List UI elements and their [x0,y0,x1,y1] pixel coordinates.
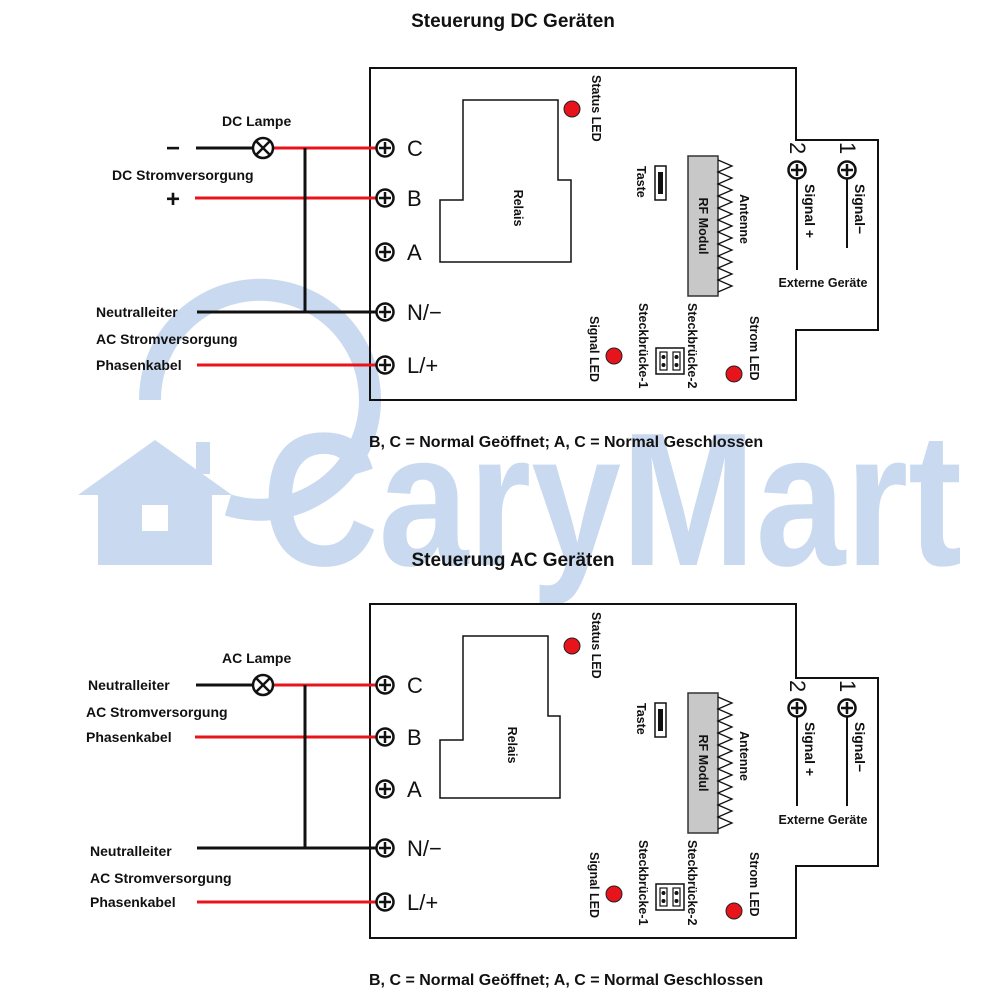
relay-outline [439,635,561,799]
ac-supply-label: AC Stromversorgung [90,870,232,886]
antenna-label: Antenne [737,731,751,781]
terminal-c: C [375,673,423,698]
jumper-icon [655,347,685,375]
supply-label: AC Stromversorgung [86,704,228,720]
phase-label: Phasenkabel [90,894,176,910]
terminal-l: L/+ [375,353,438,378]
relay-label: Relais [505,727,519,764]
supply-label: DC Stromversorgung [112,167,254,183]
signal-led-label: Signal LED [587,316,601,382]
terminal-b: B [375,186,422,211]
input-pin-number: 1 [835,680,860,692]
jumper-icon [655,883,685,911]
house-logo-icon [78,278,381,565]
antenna-coil-icon [716,159,734,293]
lamp-label: DC Lampe [222,113,291,129]
diagram-title: Steuerung AC Geräten [411,550,614,571]
rf-module-label: RF Modul [696,198,710,255]
lamp-label: AC Lampe [222,650,291,666]
terminal-b: B [375,725,422,750]
signal-minus-label: Signal− [852,184,868,234]
ac-supply-label: AC Stromversorgung [96,331,238,347]
input-terminal-1 [837,698,857,718]
supply-left-top-symbol: − [166,135,180,162]
diagram-ac: Steuerung AC Geräten Relais AC Lampe Neu… [86,550,879,989]
status-led [563,100,581,118]
terminal-label-n: N/− [407,300,442,325]
input-pin-number: 2 [785,680,810,692]
terminal-label-l: L/+ [407,353,438,378]
terminal-l: L/+ [375,890,438,915]
rf-module [687,692,719,834]
antenna-coil-icon [716,696,734,830]
diagram-title: Steuerung DC Geräten [411,11,615,32]
button-icon [654,165,667,201]
signal-led-label: Signal LED [587,852,601,918]
input-terminal-1 [837,160,857,180]
terminal-label-c: C [407,673,423,698]
input-terminal-2 [787,160,807,180]
terminal-n: N/− [375,300,442,325]
terminal-label-b: B [407,725,422,750]
terminal-label-c: C [407,136,423,161]
receiver-board [369,67,879,401]
relay-label: Relais [511,190,525,227]
input-pin-number: 2 [785,142,810,154]
antenna-label: Antenne [737,194,751,244]
contact-footer: B, C = Normal Geöffnet; A, C = Normal Ge… [369,972,763,989]
phase-label: Phasenkabel [96,357,182,373]
terminal-label-a: A [407,777,422,802]
supply-left-mid-text: Phasenkabel [86,729,172,745]
power-led [725,365,743,383]
lamp-icon [251,136,275,160]
relay-outline [439,99,572,263]
external-devices-label: Externe Geräte [779,276,868,290]
neutral-label: Neutralleiter [90,843,172,859]
jumper2-label: Steckbrücke-2 [685,303,699,389]
terminal-label-l: L/+ [407,890,438,915]
watermark-brand: CaryMart [262,394,962,606]
external-devices-label: Externe Geräte [779,813,868,827]
signal-plus-label: Signal + [802,722,818,776]
supply-left-mid-symbol: + [166,186,180,213]
button-icon [654,702,667,738]
jumper1-label: Steckbrücke-1 [636,840,650,926]
signal-led [605,885,623,903]
button-label: Taste [634,703,648,735]
terminal-a: A [375,240,422,265]
neutral-label: Neutralleiter [96,304,178,320]
signal-minus-label: Signal− [852,722,868,772]
input-terminal-2 [787,698,807,718]
terminal-a: A [375,777,422,802]
terminal-label-a: A [407,240,422,265]
input-pin-number: 1 [835,142,860,154]
rf-module [687,155,719,297]
signal-plus-label: Signal + [802,184,818,238]
watermark: CaryMart [78,278,962,606]
power-led [725,902,743,920]
receiver-board [369,603,879,939]
button-label: Taste [634,166,648,198]
status-led [563,637,581,655]
power-led-label: Strom LED [747,852,761,917]
status-led-label: Status LED [589,612,603,679]
terminal-c: C [375,136,423,161]
diagram-dc: Steuerung DC Geräten Relais DC Lampe − D… [96,11,879,451]
jumper1-label: Steckbrücke-1 [636,303,650,389]
status-led-label: Status LED [589,75,603,142]
rf-module-label: RF Modul [696,735,710,792]
power-led-label: Strom LED [747,316,761,381]
terminal-label-n: N/− [407,836,442,861]
supply-left-top-text: Neutralleiter [88,677,170,693]
contact-footer: B, C = Normal Geöffnet; A, C = Normal Ge… [369,434,763,451]
signal-led [605,347,623,365]
terminal-n: N/− [375,836,442,861]
jumper2-label: Steckbrücke-2 [685,840,699,926]
terminal-label-b: B [407,186,422,211]
lamp-icon [251,673,275,697]
